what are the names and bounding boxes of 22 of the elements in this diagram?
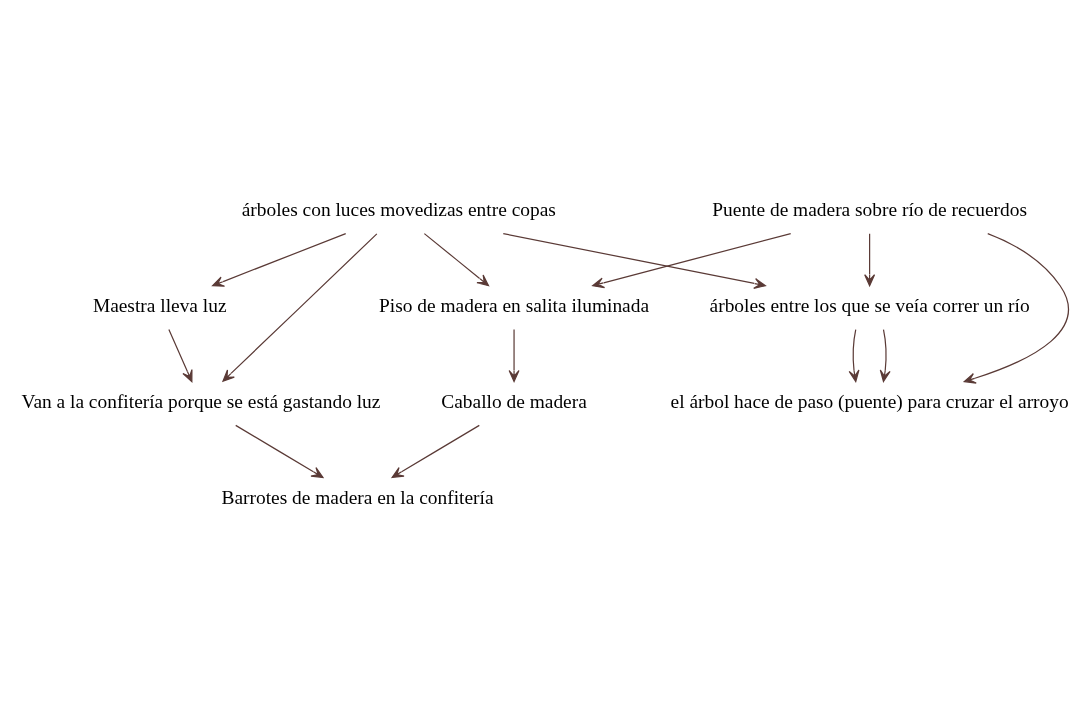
arrow	[879, 328, 891, 383]
node-text: árboles entre los que se veía correr un río	[709, 295, 1030, 317]
node-text: Puente de madera sobre río de recuerdos	[712, 199, 1027, 221]
node-text: Barrotes de madera en la confitería	[221, 486, 494, 508]
node-text: Piso de madera en salita iluminada	[379, 295, 650, 317]
arrow	[222, 233, 378, 382]
arrow	[864, 233, 876, 287]
arrow	[963, 233, 1069, 384]
arrow	[391, 424, 480, 478]
arrow	[502, 233, 766, 289]
node-text: Van a la confitería porque se está gastando luz	[21, 391, 381, 413]
arrow	[592, 233, 792, 289]
arrow	[212, 233, 347, 287]
arrow	[235, 424, 324, 478]
node-text: Maestra lleva luz	[92, 295, 227, 317]
arrow	[848, 328, 860, 383]
arrow	[508, 328, 520, 383]
arrow	[423, 233, 490, 287]
node-text: árboles con luces movedizas entre copas	[241, 199, 556, 221]
arrow	[168, 328, 193, 383]
node-text: Caballo de madera	[441, 391, 587, 413]
node-text: el árbol hace de paso (puente) para cruzar el arroyo	[670, 391, 1069, 413]
